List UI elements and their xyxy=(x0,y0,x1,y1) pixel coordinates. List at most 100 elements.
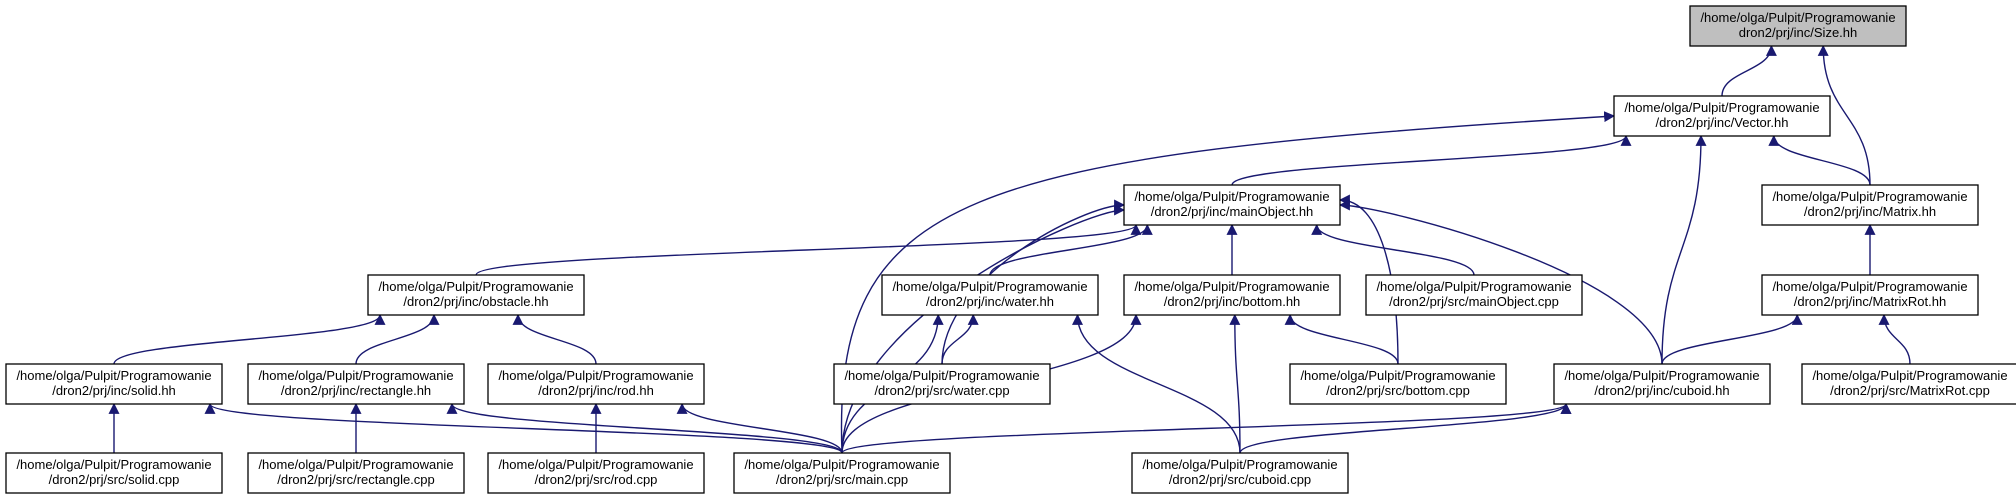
node-bottom_hh[interactable]: /home/olga/Pulpit/Programowanie/dron2/pr… xyxy=(1123,274,1341,316)
edge-cuboid_cpp-to-bottom_hh xyxy=(1229,313,1241,454)
node-box[interactable] xyxy=(1289,363,1507,405)
node-label-file: /dron2/prj/inc/Vector.hh xyxy=(1656,115,1789,130)
edge-main_cpp-to-rod_hh xyxy=(676,402,843,454)
node-bottom_cpp[interactable]: /home/olga/Pulpit/Programowanie/dron2/pr… xyxy=(1289,363,1507,405)
node-box[interactable] xyxy=(881,274,1099,316)
edge-vector_hh-to-size_hh xyxy=(1721,44,1777,97)
node-box[interactable] xyxy=(487,363,705,405)
node-matrix_hh[interactable]: /home/olga/Pulpit/Programowanie/dron2/pr… xyxy=(1761,184,1979,226)
edge-mainobject_cpp-to-mainobject_hh xyxy=(1311,223,1475,276)
node-box[interactable] xyxy=(1123,274,1341,316)
node-label-file: /dron2/prj/src/solid.cpp xyxy=(49,472,180,487)
node-box[interactable] xyxy=(1761,274,1979,316)
node-main_cpp[interactable]: /home/olga/Pulpit/Programowanie/dron2/pr… xyxy=(733,452,951,494)
node-label-path: /home/olga/Pulpit/Programowanie xyxy=(1772,189,1967,204)
node-mainobject_hh[interactable]: /home/olga/Pulpit/Programowanie/dron2/pr… xyxy=(1123,184,1341,226)
node-box[interactable] xyxy=(1761,184,1979,226)
node-box[interactable] xyxy=(367,274,585,316)
edge-matrix_hh-to-vector_hh xyxy=(1768,134,1871,186)
node-label-path: /home/olga/Pulpit/Programowanie xyxy=(1564,368,1759,383)
node-box[interactable] xyxy=(1613,95,1831,137)
edge-main_cpp-to-vector_hh xyxy=(840,111,1616,454)
edge-rectangle_hh-to-obstacle_hh xyxy=(355,313,440,365)
node-label-path: /home/olga/Pulpit/Programowanie xyxy=(1812,368,2007,383)
node-matrixrot_cpp[interactable]: /home/olga/Pulpit/Programowanie/dron2/pr… xyxy=(1801,363,2016,405)
node-label-file: /dron2/prj/src/rod.cpp xyxy=(535,472,658,487)
node-label-file: /dron2/prj/inc/obstacle.hh xyxy=(403,294,548,309)
node-label-file: /dron2/prj/inc/mainObject.hh xyxy=(1151,204,1314,219)
node-label-file: /dron2/prj/src/bottom.cpp xyxy=(1326,383,1470,398)
node-cuboid_hh[interactable]: /home/olga/Pulpit/Programowanie/dron2/pr… xyxy=(1553,363,1771,405)
node-box[interactable] xyxy=(1689,5,1907,47)
node-box[interactable] xyxy=(1123,184,1341,226)
node-label-path: /home/olga/Pulpit/Programowanie xyxy=(844,368,1039,383)
node-box[interactable] xyxy=(733,452,951,494)
node-label-file: /dron2/prj/inc/bottom.hh xyxy=(1164,294,1301,309)
edge-cuboid_hh-to-vector_hh xyxy=(1661,134,1707,365)
edge-main_cpp-to-cuboid_hh xyxy=(841,402,1572,454)
node-label-file: /dron2/prj/inc/solid.hh xyxy=(52,383,176,398)
edge-main_cpp-to-solid_hh xyxy=(204,402,843,454)
edge-cuboid_hh-to-matrixrot_hh xyxy=(1661,313,1803,365)
edge-cuboid_cpp-to-cuboid_hh xyxy=(1239,402,1572,454)
node-matrixrot_hh[interactable]: /home/olga/Pulpit/Programowanie/dron2/pr… xyxy=(1761,274,1979,316)
edge-rod_hh-to-obstacle_hh xyxy=(512,313,597,365)
node-label-path: /home/olga/Pulpit/Programowanie xyxy=(498,368,693,383)
node-box[interactable] xyxy=(1365,274,1583,316)
node-label-path: /home/olga/Pulpit/Programowanie xyxy=(498,457,693,472)
node-rod_cpp[interactable]: /home/olga/Pulpit/Programowanie/dron2/pr… xyxy=(487,452,705,494)
node-label-path: /home/olga/Pulpit/Programowanie xyxy=(1134,189,1329,204)
node-vector_hh[interactable]: /home/olga/Pulpit/Programowanie/dron2/pr… xyxy=(1613,95,1831,137)
node-box[interactable] xyxy=(5,452,223,494)
node-label-path: /home/olga/Pulpit/Programowanie xyxy=(1134,279,1329,294)
node-box[interactable] xyxy=(247,363,465,405)
node-water_cpp[interactable]: /home/olga/Pulpit/Programowanie/dron2/pr… xyxy=(833,363,1051,405)
node-label-file: /dron2/prj/inc/rod.hh xyxy=(538,383,654,398)
node-solid_hh[interactable]: /home/olga/Pulpit/Programowanie/dron2/pr… xyxy=(5,363,223,405)
edge-water_cpp-to-water_hh xyxy=(941,313,979,365)
node-size_hh[interactable]: /home/olga/Pulpit/Programowaniedron2/prj… xyxy=(1689,5,1907,47)
node-box[interactable] xyxy=(247,452,465,494)
edge-cuboid_hh-to-mainobject_hh xyxy=(1338,199,1663,365)
node-label-file: /dron2/prj/src/cuboid.cpp xyxy=(1169,472,1311,487)
edge-cuboid_cpp-to-water_hh xyxy=(1072,313,1241,454)
node-label-file: /dron2/prj/src/rectangle.cpp xyxy=(277,472,435,487)
edge-bottom_cpp-to-bottom_hh xyxy=(1284,313,1399,365)
node-label-path: /home/olga/Pulpit/Programowanie xyxy=(892,279,1087,294)
node-box[interactable] xyxy=(1553,363,1771,405)
edge-main_cpp-to-rectangle_hh xyxy=(446,402,843,454)
node-label-file: /dron2/prj/inc/water.hh xyxy=(926,294,1054,309)
node-rectangle_cpp[interactable]: /home/olga/Pulpit/Programowanie/dron2/pr… xyxy=(247,452,465,494)
node-label-path: /home/olga/Pulpit/Programowanie xyxy=(1624,100,1819,115)
node-label-file: dron2/prj/inc/Size.hh xyxy=(1739,25,1858,40)
node-label-path: /home/olga/Pulpit/Programowanie xyxy=(1700,10,1895,25)
node-cuboid_cpp[interactable]: /home/olga/Pulpit/Programowanie/dron2/pr… xyxy=(1131,452,1349,494)
node-box[interactable] xyxy=(487,452,705,494)
edge-obstacle_hh-to-mainobject_hh xyxy=(475,223,1142,276)
node-label-path: /home/olga/Pulpit/Programowanie xyxy=(1300,368,1495,383)
node-solid_cpp[interactable]: /home/olga/Pulpit/Programowanie/dron2/pr… xyxy=(5,452,223,494)
edge-matrix_hh-to-size_hh xyxy=(1817,44,1871,186)
node-label-path: /home/olga/Pulpit/Programowanie xyxy=(1772,279,1967,294)
edge-mainobject_hh-to-vector_hh xyxy=(1231,134,1632,186)
node-box[interactable] xyxy=(1801,363,2016,405)
node-layer: /home/olga/Pulpit/Programowaniedron2/prj… xyxy=(5,5,2016,494)
edge-matrixrot_cpp-to-matrixrot_hh xyxy=(1878,313,1911,365)
node-label-file: /dron2/prj/src/mainObject.cpp xyxy=(1389,294,1559,309)
node-label-path: /home/olga/Pulpit/Programowanie xyxy=(1142,457,1337,472)
node-rod_hh[interactable]: /home/olga/Pulpit/Programowanie/dron2/pr… xyxy=(487,363,705,405)
edge-bottom_cpp-to-mainobject_hh xyxy=(1338,194,1399,365)
node-box[interactable] xyxy=(1131,452,1349,494)
node-label-file: /dron2/prj/inc/Matrix.hh xyxy=(1804,204,1936,219)
node-obstacle_hh[interactable]: /home/olga/Pulpit/Programowanie/dron2/pr… xyxy=(367,274,585,316)
node-label-file: /dron2/prj/inc/cuboid.hh xyxy=(1594,383,1729,398)
node-label-path: /home/olga/Pulpit/Programowanie xyxy=(16,368,211,383)
node-box[interactable] xyxy=(833,363,1051,405)
node-mainobject_cpp[interactable]: /home/olga/Pulpit/Programowanie/dron2/pr… xyxy=(1365,274,1583,316)
node-label-path: /home/olga/Pulpit/Programowanie xyxy=(258,457,453,472)
node-water_hh[interactable]: /home/olga/Pulpit/Programowanie/dron2/pr… xyxy=(881,274,1099,316)
node-box[interactable] xyxy=(5,363,223,405)
node-label-path: /home/olga/Pulpit/Programowanie xyxy=(258,368,453,383)
node-rectangle_hh[interactable]: /home/olga/Pulpit/Programowanie/dron2/pr… xyxy=(247,363,465,405)
